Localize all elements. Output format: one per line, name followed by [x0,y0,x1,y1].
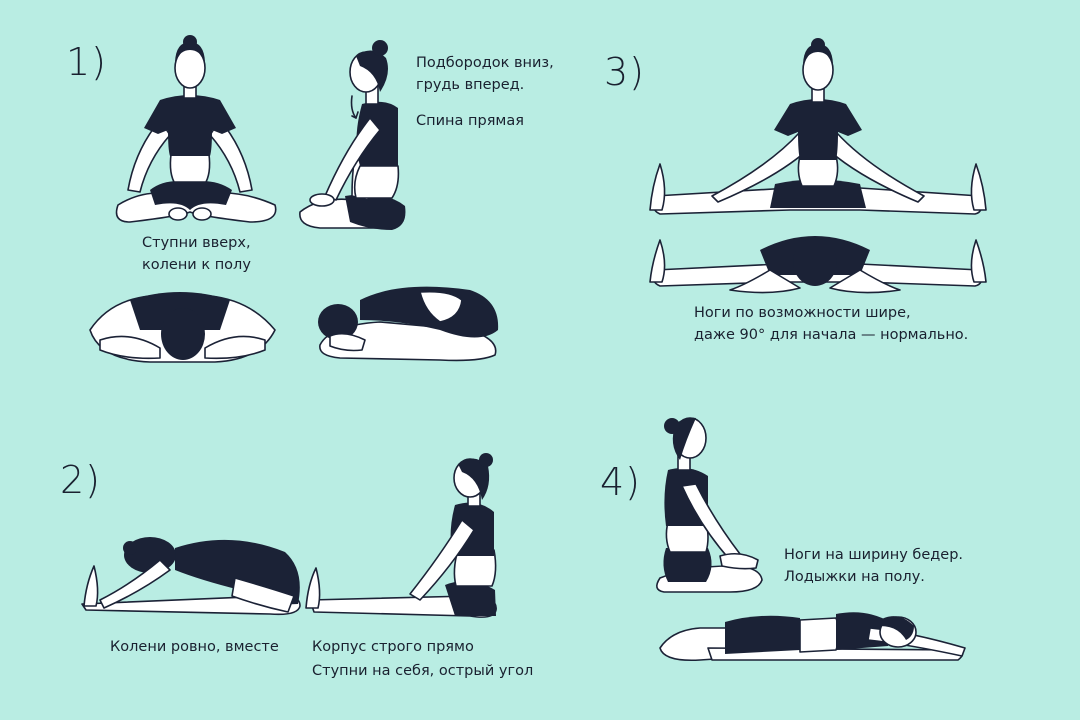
section-number-2: 2) [60,458,102,502]
figure-s4-reclined [659,612,966,662]
caption-s4: Ноги на ширину бедер. Лодыжки на полу. [784,544,963,588]
figure-s4-hero-seated [656,417,763,593]
caption-line: Спина прямая [416,113,524,129]
caption-line: грудь вперед. [416,77,525,93]
caption-line: колени к полу [142,257,251,273]
caption-s1-front: Ступни вверх, колени к полу [142,232,251,276]
caption-s2-left: Колени ровно, вместе [110,636,279,658]
section-number-4: 4) [600,460,642,504]
caption-s1-side: Подбородок вниз, грудь вперед. Спина пря… [416,52,554,132]
caption-line: Колени ровно, вместе [110,639,279,655]
caption-line: Лодыжки на полу. [784,569,925,585]
figure-s3-straddle [649,38,987,215]
caption-s2-right: Корпус строго прямо Ступни на себя, остр… [312,636,533,682]
figure-s1-fold-side [318,286,499,362]
figure-s1-front-seated [115,35,277,223]
figure-s2-staff [305,453,497,618]
figure-s2-fold [81,537,301,616]
section-number-1: 1) [66,40,108,84]
caption-line: Ноги по возможности шире, [694,305,911,321]
caption-line: даже 90° для начала — нормально. [694,327,969,343]
caption-line: Ступни вверх, [142,235,251,251]
caption-line: Подбородок вниз, [416,55,554,71]
caption-line: Ноги на ширину бедер. [784,547,964,563]
caption-line: Корпус строго прямо [312,639,474,655]
figure-s1-fold-front [89,292,276,363]
figure-s3-straddle-fold [649,236,987,294]
caption-line: Ступни на себя, острый угол [312,663,534,679]
caption-s3: Ноги по возможности шире, даже 90° для н… [694,302,968,346]
section-number-3: 3) [604,50,646,94]
figure-s1-side-seated [299,40,406,230]
